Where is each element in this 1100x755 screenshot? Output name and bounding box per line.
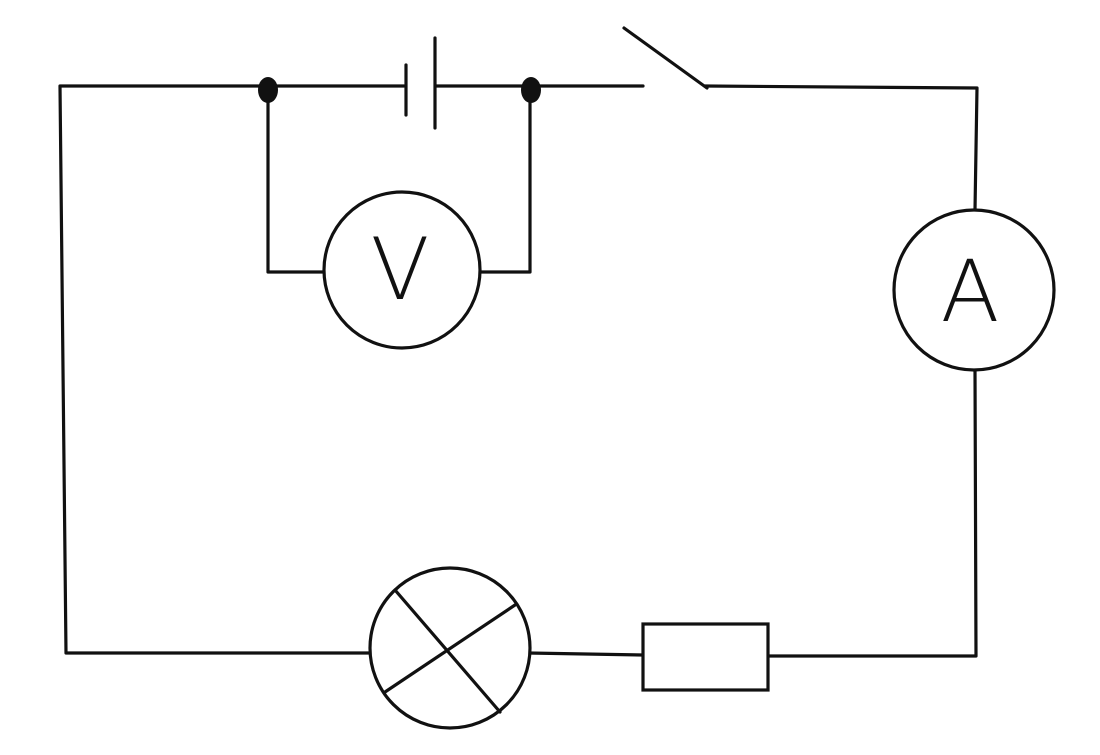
lamp-cross-b — [383, 603, 517, 694]
ammeter-circle — [892, 208, 1056, 372]
ammeter-label: A — [941, 242, 1000, 342]
voltmeter-label: V — [371, 220, 430, 320]
voltmeter-circle — [322, 190, 482, 350]
wire-top-left — [58, 84, 406, 655]
wire-voltmeter-right — [476, 84, 532, 274]
junction-dot-icon — [258, 77, 541, 103]
wire-switch-to-ammeter — [703, 84, 979, 212]
wires — [58, 84, 979, 658]
junction-left — [258, 77, 278, 103]
battery-icon — [404, 36, 437, 130]
junction-right — [521, 77, 541, 103]
wire-resistor-to-lamp — [526, 651, 645, 657]
open-switch-icon — [622, 26, 709, 90]
resistor-icon — [641, 622, 770, 692]
ammeter-icon: A — [892, 208, 1056, 372]
resistor-body — [641, 622, 770, 692]
wire-ammeter-to-resistor — [766, 368, 978, 658]
lamp-icon — [368, 566, 532, 730]
switch-blade — [622, 26, 709, 90]
voltmeter-icon: V — [322, 190, 482, 350]
wire-voltmeter-left — [266, 84, 327, 274]
